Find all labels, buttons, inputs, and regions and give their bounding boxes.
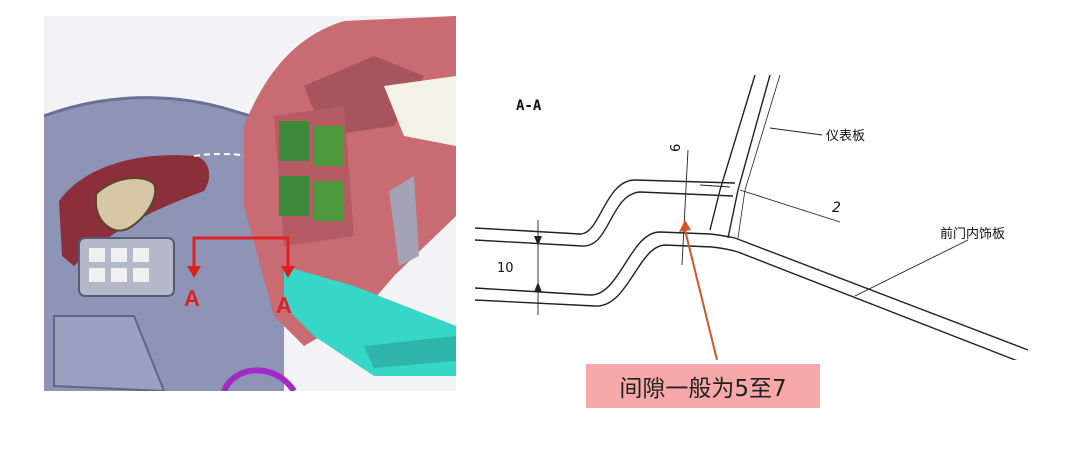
section-marker-left: A <box>184 286 200 311</box>
section-marker-right: A <box>276 293 292 318</box>
instrument-panel-profile <box>709 74 781 239</box>
door-dashboard-render: A A <box>44 16 456 391</box>
gap-callout: 间隙一般为5至7 <box>586 364 820 408</box>
section-title: A-A <box>516 98 542 114</box>
callout-arrow <box>684 229 718 360</box>
door-trim-profile <box>474 179 1029 360</box>
door-handle-recess <box>95 177 157 232</box>
dimension-top-gap: 6 <box>669 144 684 152</box>
section-drawing: A-A 10 6 2 仪表板 前门内饰板 <box>474 74 1029 360</box>
dashboard-vent <box>279 121 309 161</box>
label-instrument-panel: 仪表板 <box>826 129 865 144</box>
section-line <box>192 236 290 271</box>
label-front-door-trim: 前门内饰板 <box>940 226 1005 242</box>
window-switch-panel <box>78 237 175 297</box>
dimension-left-thickness: 10 <box>497 261 514 276</box>
gap-callout-text: 间隙一般为5至7 <box>619 376 787 402</box>
dimension-side-gap: 2 <box>832 200 841 216</box>
